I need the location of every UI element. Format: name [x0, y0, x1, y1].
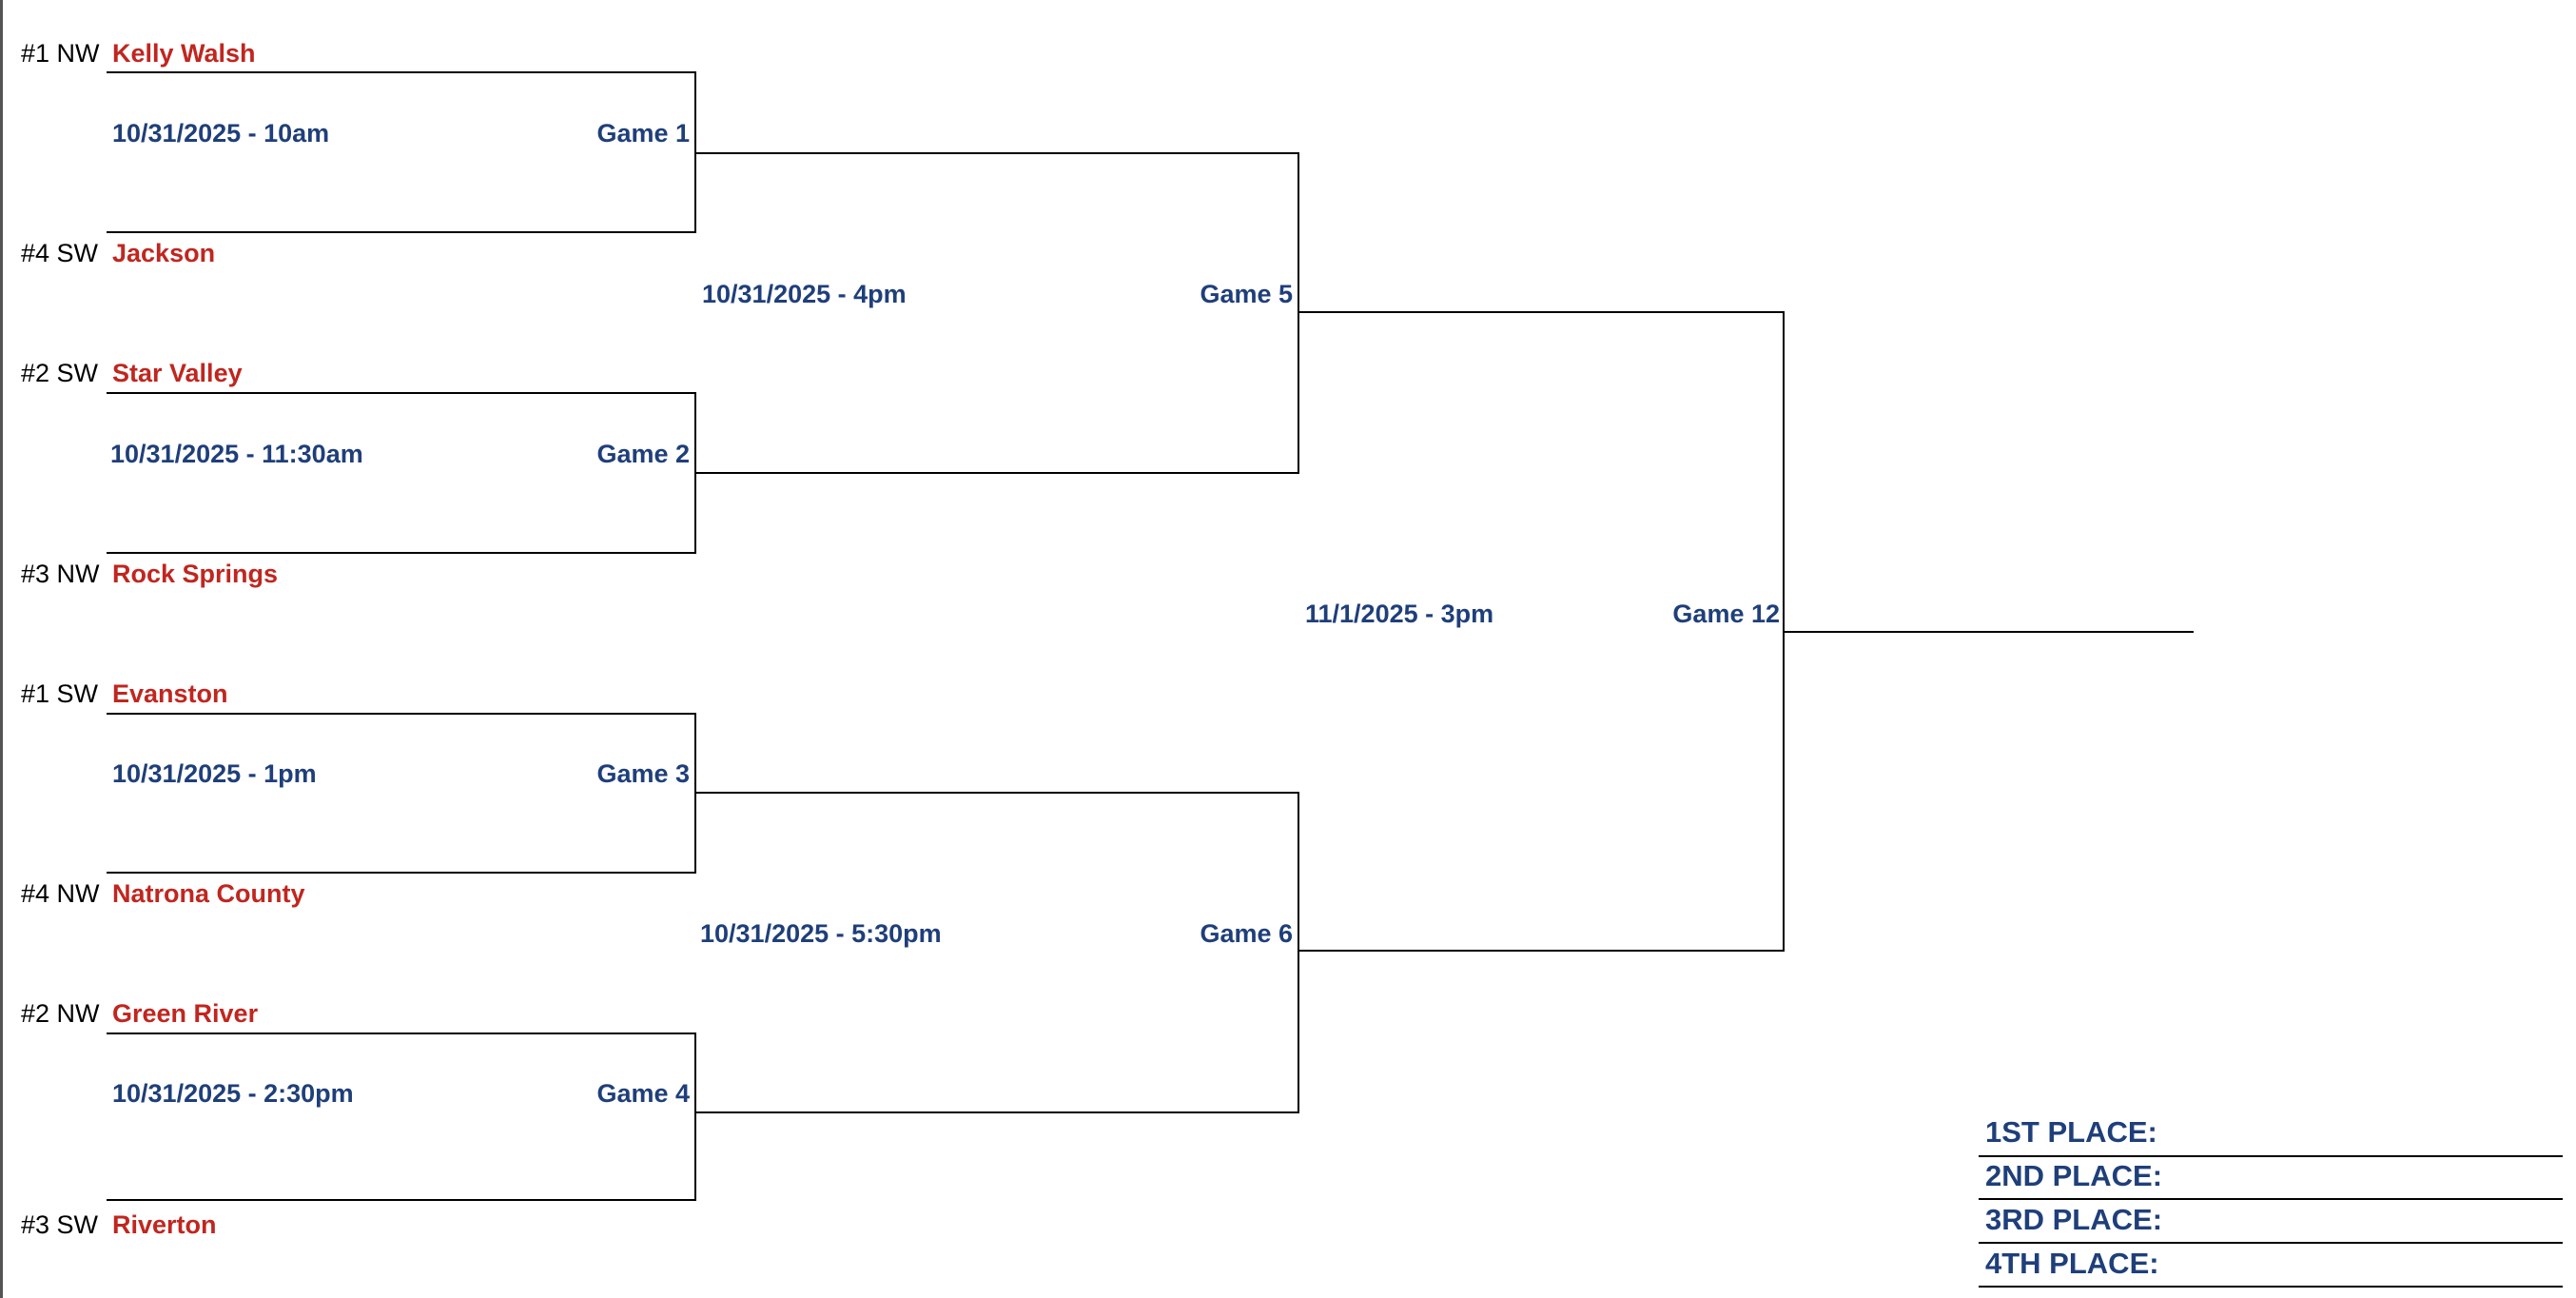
- first-place-line: [1979, 1155, 2563, 1157]
- team-seed: #1 SW: [21, 679, 99, 708]
- team-line: [107, 872, 696, 874]
- team-name: Jackson: [112, 239, 216, 267]
- page-left-border: [0, 0, 3, 1298]
- game-label: Game 3: [596, 759, 690, 788]
- team-name: Evanston: [112, 679, 228, 708]
- third-place-label: 3RD PLACE:: [1985, 1203, 2163, 1236]
- advance-line: [1298, 950, 1785, 952]
- team-name: Kelly Walsh: [112, 39, 256, 68]
- game-5-bracket: [1298, 152, 1299, 474]
- game-datetime: 10/31/2025 - 2:30pm: [112, 1079, 354, 1108]
- team-line: [107, 392, 696, 394]
- team-line: [107, 1032, 696, 1034]
- game-label: Game 1: [596, 119, 690, 148]
- game-label: Game 2: [596, 440, 690, 468]
- game-datetime: 10/31/2025 - 10am: [112, 119, 330, 148]
- advance-line: [694, 792, 1299, 794]
- team-line: [107, 552, 696, 554]
- advance-line: [694, 1111, 1299, 1113]
- team-seed: #4 NW: [21, 879, 100, 908]
- champion-line: [1783, 631, 2194, 633]
- game-datetime: 10/31/2025 - 4pm: [702, 280, 907, 308]
- team-seed: #2 NW: [21, 999, 100, 1028]
- game-label: Game 6: [1200, 919, 1293, 948]
- second-place-line: [1979, 1198, 2563, 1200]
- game-datetime: 11/1/2025 - 3pm: [1305, 600, 1494, 628]
- advance-line: [1298, 311, 1785, 313]
- game-6-bracket: [1298, 792, 1299, 1113]
- team-name: Green River: [112, 999, 259, 1028]
- game-label: Game 5: [1200, 280, 1293, 308]
- game-label: Game 12: [1672, 600, 1780, 628]
- team-name: Star Valley: [112, 359, 243, 387]
- team-line: [107, 231, 696, 233]
- game-datetime: 10/31/2025 - 5:30pm: [700, 919, 942, 948]
- game-datetime: 10/31/2025 - 11:30am: [110, 440, 363, 468]
- team-line: [107, 713, 696, 715]
- game-4-bracket: [694, 1032, 696, 1201]
- second-place-label: 2ND PLACE:: [1985, 1159, 2163, 1192]
- team-seed: #3 SW: [21, 1210, 99, 1239]
- first-place-label: 1ST PLACE:: [1985, 1115, 2157, 1149]
- team-name: Riverton: [112, 1210, 217, 1239]
- advance-line: [694, 152, 1299, 154]
- team-name: Rock Springs: [112, 560, 279, 588]
- advance-line: [694, 472, 1299, 474]
- team-seed: #2 SW: [21, 359, 99, 387]
- team-seed: #1 NW: [21, 39, 100, 68]
- game-label: Game 4: [596, 1079, 690, 1108]
- game-datetime: 10/31/2025 - 1pm: [112, 759, 317, 788]
- team-name: Natrona County: [112, 879, 305, 908]
- fourth-place-label: 4TH PLACE:: [1985, 1247, 2159, 1280]
- team-seed: #3 NW: [21, 560, 100, 588]
- team-seed: #4 SW: [21, 239, 99, 267]
- team-line: [107, 71, 696, 73]
- fourth-place-line: [1979, 1286, 2563, 1288]
- third-place-line: [1979, 1242, 2563, 1244]
- team-line: [107, 1199, 696, 1201]
